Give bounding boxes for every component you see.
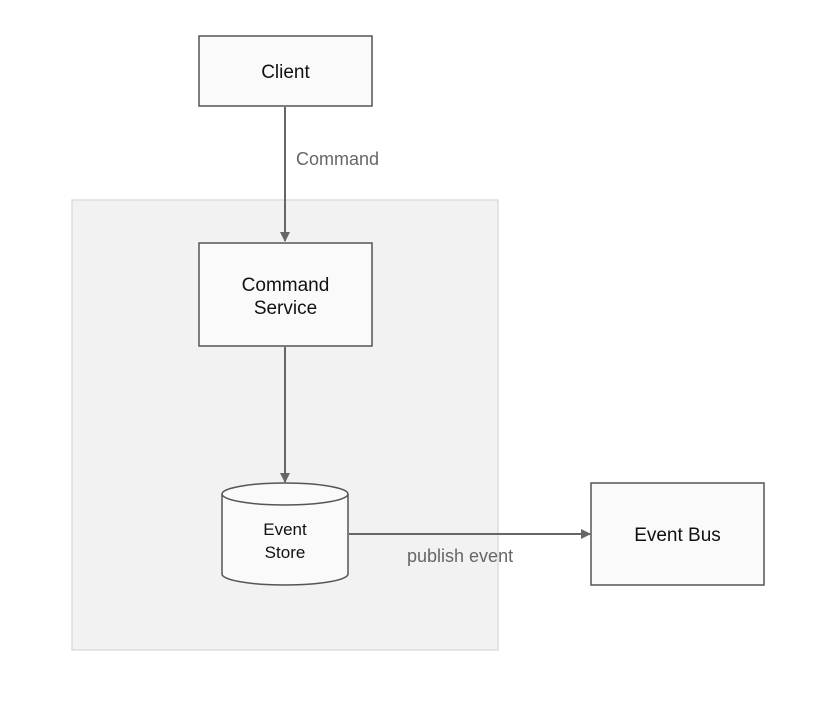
node-client-label: Client bbox=[261, 62, 310, 83]
node-client-box bbox=[198, 35, 373, 107]
edge-client-to-command-service: Command bbox=[280, 107, 379, 242]
node-event-store: Event Store bbox=[221, 482, 349, 586]
edge-label-publish-event: publish event bbox=[407, 546, 513, 566]
database-cylinder-rim bbox=[221, 493, 349, 506]
node-client: Client bbox=[198, 35, 373, 107]
node-event-bus-label: Event Bus bbox=[634, 525, 721, 546]
node-event-bus-box bbox=[590, 482, 765, 586]
node-command-service-label-line2: Service bbox=[254, 298, 317, 319]
node-event-store-label-line1: Event bbox=[263, 520, 307, 539]
node-event-store-label-line2: Store bbox=[265, 543, 306, 562]
node-command-service-box bbox=[198, 242, 373, 347]
node-command-service: Command Service bbox=[198, 242, 373, 347]
database-cylinder-icon bbox=[221, 482, 349, 586]
edge-event-store-to-event-bus: publish event bbox=[349, 529, 591, 566]
node-command-service-label-line1: Command bbox=[242, 275, 330, 296]
node-event-bus: Event Bus bbox=[590, 482, 765, 586]
edge-label-command: Command bbox=[296, 149, 379, 169]
